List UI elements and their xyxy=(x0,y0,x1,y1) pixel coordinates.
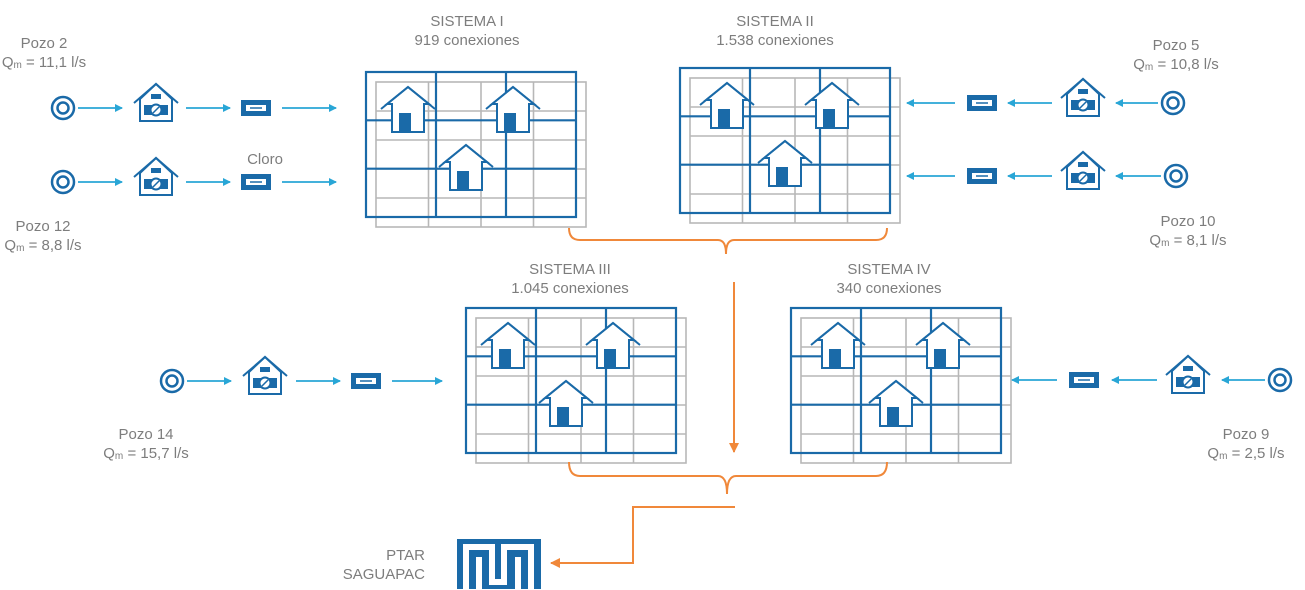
well-pozo-9-label: Pozo 9 Qm = 2,5 l/s xyxy=(1207,425,1284,466)
pump-house-icon xyxy=(133,82,179,122)
chlorinator-icon xyxy=(967,168,997,184)
house-icon xyxy=(868,379,924,427)
well-pozo-10-label: Pozo 10 Qm = 8,1 l/s xyxy=(1149,212,1226,253)
chlorinator-icon xyxy=(351,373,381,389)
system-1-grid xyxy=(364,70,587,228)
well-flow: Qm = 11,1 l/s xyxy=(1,54,87,71)
house-icon xyxy=(804,81,860,129)
chlorine-label: Cloro xyxy=(247,151,283,168)
system-4-grid xyxy=(789,306,1012,464)
pump-house-icon xyxy=(1060,77,1106,117)
pump-house-icon xyxy=(242,355,288,395)
well-name: Pozo 2 xyxy=(20,35,68,52)
well-name: Pozo 9 xyxy=(1222,426,1270,443)
house-icon xyxy=(480,321,536,369)
system-4-label: SISTEMA IV 340 conexiones xyxy=(836,260,941,298)
house-icon xyxy=(810,321,866,369)
system-3-grid xyxy=(464,306,687,464)
system-connections: 1.538 conexiones xyxy=(716,32,834,49)
system-3-label: SISTEMA III 1.045 conexiones xyxy=(511,260,629,298)
chlorinator-icon xyxy=(967,95,997,111)
house-icon xyxy=(757,139,813,187)
house-icon xyxy=(585,321,641,369)
house-icon xyxy=(699,81,755,129)
sewer-collector-bottom xyxy=(568,461,888,495)
house-icon xyxy=(438,143,494,191)
pump-house-icon xyxy=(133,156,179,196)
well-icon xyxy=(50,169,76,195)
well-flow: Qm = 8,1 l/s xyxy=(1149,232,1227,249)
well-flow: Qm = 15,7 l/s xyxy=(103,445,189,462)
house-icon xyxy=(380,85,436,133)
treatment-plant-icon xyxy=(457,539,541,589)
house-icon xyxy=(485,85,541,133)
well-flow: Qm = 2,5 l/s xyxy=(1207,445,1285,462)
ptar-line-2: SAGUAPAC xyxy=(342,566,425,583)
well-flow: Qm = 10,8 l/s xyxy=(1133,56,1219,73)
well-icon xyxy=(159,368,185,394)
system-2-grid xyxy=(678,66,901,224)
well-flow: Qm = 8,8 l/s xyxy=(4,237,82,254)
system-title: SISTEMA II xyxy=(736,13,814,30)
pump-house-icon xyxy=(1165,354,1211,394)
system-2-label: SISTEMA II 1.538 conexiones xyxy=(716,12,834,50)
well-pozo-12-label: Pozo 12 Qm = 8,8 l/s xyxy=(4,217,81,258)
system-title: SISTEMA I xyxy=(430,13,504,30)
well-name: Pozo 10 xyxy=(1160,213,1216,230)
well-icon xyxy=(1160,90,1186,116)
well-pozo-14-label: Pozo 14 Qm = 15,7 l/s xyxy=(103,425,188,466)
well-icon xyxy=(1267,367,1293,393)
chlorinator-icon xyxy=(241,100,271,116)
house-icon xyxy=(538,379,594,427)
system-title: SISTEMA III xyxy=(529,261,611,278)
well-pozo-5-label: Pozo 5 Qm = 10,8 l/s xyxy=(1133,36,1218,77)
well-name: Pozo 5 xyxy=(1152,37,1200,54)
ptar-line-1: PTAR xyxy=(386,547,425,564)
system-connections: 1.045 conexiones xyxy=(511,280,629,297)
system-connections: 919 conexiones xyxy=(414,32,520,49)
chlorinator-icon xyxy=(241,174,271,190)
ptar-label: PTAR SAGUAPAC xyxy=(343,546,425,584)
well-pozo-2-label: Pozo 2 Qm = 11,1 l/s xyxy=(2,34,86,75)
pump-house-icon xyxy=(1060,150,1106,190)
well-name: Pozo 14 xyxy=(118,426,174,443)
well-icon xyxy=(1163,163,1189,189)
sewer-collector-top xyxy=(568,227,888,255)
sewer-to-ptar-arrow xyxy=(550,506,735,568)
chlorinator-icon xyxy=(1069,372,1099,388)
ptar-saguapac-plant xyxy=(457,539,541,589)
system-connections: 340 conexiones xyxy=(836,280,942,297)
well-name: Pozo 12 xyxy=(15,218,71,235)
system-title: SISTEMA IV xyxy=(847,261,931,278)
system-1-label: SISTEMA I 919 conexiones xyxy=(414,12,519,50)
house-icon xyxy=(915,321,971,369)
well-icon xyxy=(50,95,76,121)
